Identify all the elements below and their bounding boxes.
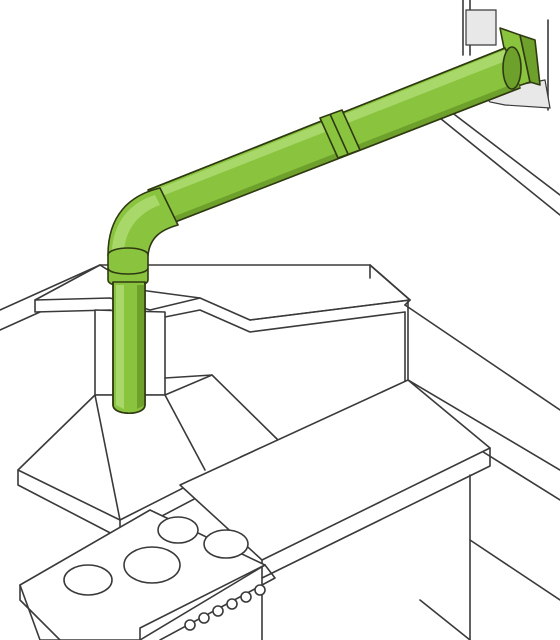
elbow-fitting — [107, 187, 179, 288]
duct-coupling — [319, 109, 361, 159]
countertop — [179, 299, 491, 640]
vertical-duct — [112, 281, 146, 415]
oven-knobs — [184, 584, 266, 631]
burners — [63, 516, 249, 596]
ceiling-soffit — [34, 264, 411, 386]
